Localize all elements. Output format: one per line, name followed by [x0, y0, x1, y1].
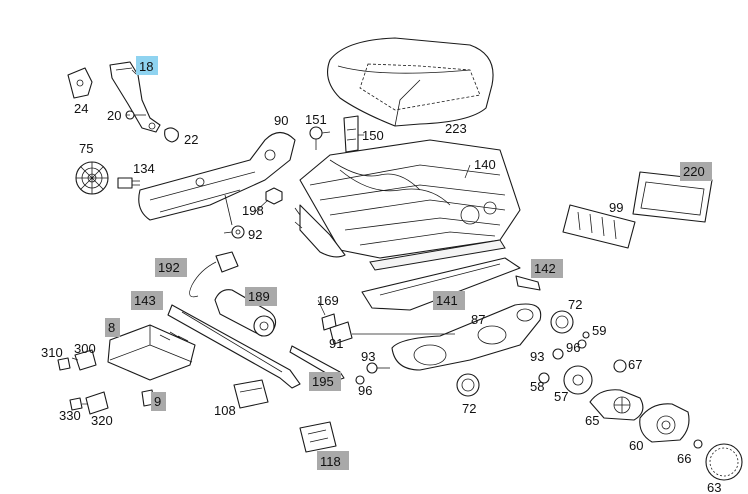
label-140: 140 [474, 157, 496, 172]
label-72-lower: 72 [462, 401, 476, 416]
label-90: 90 [274, 113, 288, 128]
bolt-93-left-part [366, 362, 390, 374]
label-67: 67 [628, 357, 642, 372]
label-75: 75 [79, 141, 93, 156]
seat-frame-part [294, 139, 521, 271]
side-panel-part [138, 131, 296, 226]
label-18: 18 [139, 59, 153, 74]
label-59: 59 [592, 323, 606, 338]
switch-118-part [299, 421, 337, 453]
bracket-24-part [67, 67, 93, 99]
pin-66-part [693, 439, 703, 449]
seat-cushion-part [327, 37, 494, 127]
hub-57-part [563, 365, 593, 395]
knob-72-lower-part [456, 373, 480, 397]
label-66: 66 [677, 451, 691, 466]
knob-72-upper-part [550, 310, 574, 334]
label-93-right: 93 [530, 349, 544, 364]
label-57: 57 [554, 389, 568, 404]
disc-63-part [705, 443, 743, 481]
label-142: 142 [534, 261, 556, 276]
label-143: 143 [134, 293, 156, 308]
connector-310-part [57, 357, 71, 371]
label-118: 118 [320, 454, 341, 469]
label-92: 92 [248, 227, 262, 242]
bushing-67-part [613, 359, 627, 373]
side-trim-87-part [391, 303, 542, 371]
label-96-right: 96 [566, 340, 580, 355]
label-330: 330 [59, 408, 81, 423]
nut-198-part [265, 187, 283, 205]
label-169: 169 [317, 293, 339, 308]
label-72-upper: 72 [568, 297, 582, 312]
label-310: 310 [41, 345, 63, 360]
bracket-150-part [343, 115, 359, 153]
label-60: 60 [629, 438, 643, 453]
label-198: 198 [242, 203, 264, 218]
connector-99-part [562, 204, 636, 249]
callout-labels: 18 24 20 22 75 134 90 151 150 223 140 22… [41, 59, 721, 494]
label-22: 22 [184, 132, 198, 147]
label-189: 189 [248, 289, 270, 304]
label-195: 195 [312, 374, 334, 389]
clip-22-part [164, 127, 179, 143]
leader-lines [71, 69, 471, 405]
bracket-91-part [329, 321, 353, 345]
label-300: 300 [74, 341, 96, 356]
label-141: 141 [436, 293, 458, 308]
label-91: 91 [329, 336, 343, 351]
spindle-142-part [515, 275, 541, 291]
label-87: 87 [471, 312, 485, 327]
washer-96-right-part [577, 339, 587, 349]
label-99: 99 [609, 200, 623, 215]
washer-92-part [231, 225, 245, 239]
bolt-93-right-part [552, 348, 564, 360]
bolt-151-part [309, 126, 323, 150]
lever-65-part [589, 389, 644, 421]
label-151: 151 [305, 112, 327, 127]
gear-wheel-part [75, 161, 109, 195]
module-8-part [107, 324, 196, 381]
label-150: 150 [362, 128, 384, 143]
label-134: 134 [133, 161, 155, 176]
washer-96-left-part [355, 375, 365, 385]
label-9: 9 [154, 394, 161, 409]
belt-buckle-part [109, 61, 161, 133]
label-58: 58 [530, 379, 544, 394]
label-192: 192 [158, 260, 180, 275]
label-220: 220 [683, 164, 705, 179]
connector-330-part [69, 397, 83, 411]
label-320: 320 [91, 413, 113, 428]
motor-189-part [214, 289, 277, 337]
label-96-left: 96 [358, 383, 372, 398]
cable-143-part [167, 304, 301, 389]
part-tags [105, 56, 712, 470]
sensor-192-part [189, 251, 239, 298]
label-20: 20 [107, 108, 121, 123]
label-24: 24 [74, 101, 88, 116]
rail-141-part [361, 257, 521, 311]
spacer-58-part [538, 372, 550, 384]
label-8: 8 [108, 320, 115, 335]
connector-320-part [85, 391, 109, 415]
label-223: 223 [445, 121, 467, 136]
relay-108-part [233, 379, 269, 409]
cover-60-part [639, 403, 690, 443]
connector-300-part [74, 349, 97, 371]
label-63: 63 [707, 480, 721, 494]
bolt-134-part [117, 177, 140, 189]
label-65: 65 [585, 413, 599, 428]
label-108: 108 [214, 403, 236, 418]
label-93-left: 93 [361, 349, 375, 364]
pin-59-part [582, 331, 590, 339]
